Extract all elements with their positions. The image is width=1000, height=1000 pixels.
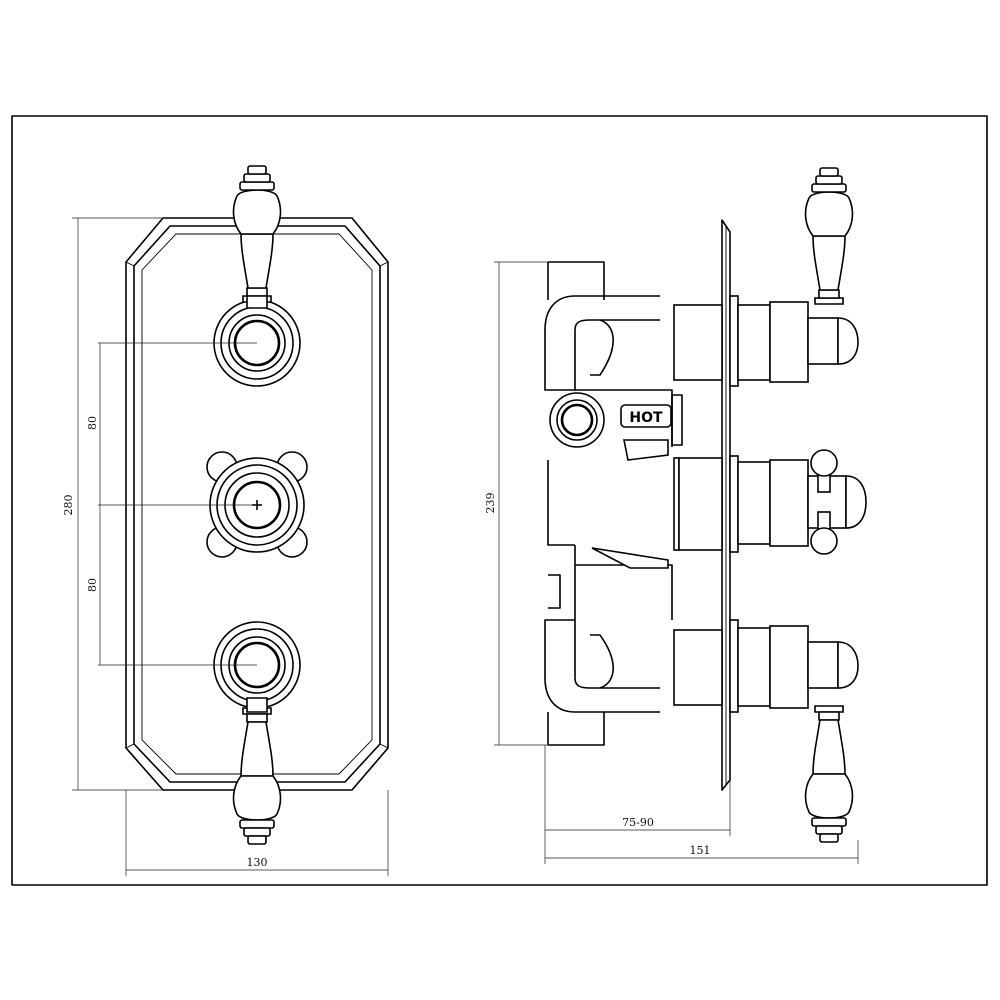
dim-front-height: 280: [62, 495, 75, 516]
dim-spacing-lower: 80: [86, 578, 99, 592]
drawing-frame: [11, 115, 988, 886]
dim-front-width: 130: [247, 856, 268, 869]
front-plate-outer: [125, 217, 389, 791]
hot-label: HOT: [629, 410, 663, 426]
dim-side-height: 239: [484, 493, 497, 514]
hot-badge: [620, 404, 672, 428]
top-pipe-bend: [544, 295, 660, 391]
middle-cross-handle: [206, 451, 308, 558]
bottom-lever-valve: [213, 621, 301, 845]
top-lever-valve: [213, 165, 301, 387]
bottom-pipe-bend: [544, 619, 660, 713]
dim-spacing-upper: 80: [86, 416, 99, 430]
front-view: [72, 165, 389, 876]
dim-total-depth: 151: [690, 844, 711, 857]
dim-wall-depth: 75-90: [622, 816, 654, 829]
side-view: HOT: [494, 167, 867, 864]
